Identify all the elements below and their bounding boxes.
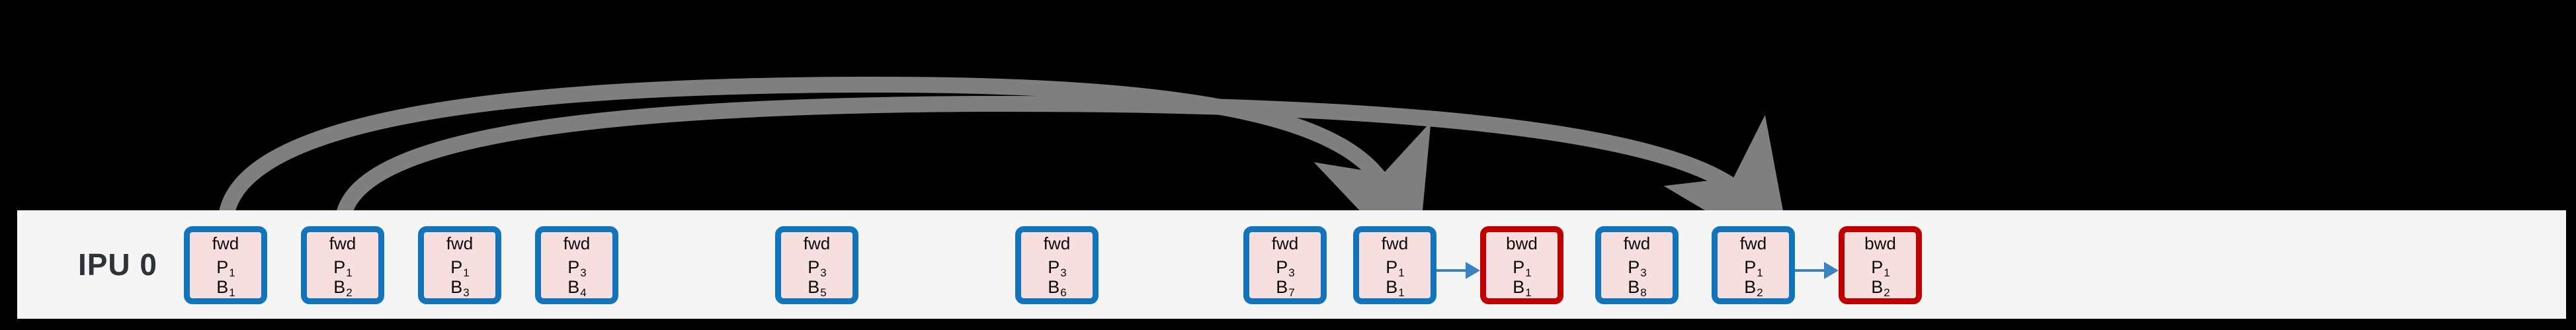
microbatch-stage-label: P3 bbox=[1048, 257, 1067, 279]
microbatch-batch-label: B4 bbox=[567, 276, 587, 299]
microbatch-batch-label: B3 bbox=[450, 276, 470, 299]
microbatch-kind-label: fwd bbox=[1739, 233, 1767, 253]
ipu-label: IPU 0 bbox=[77, 247, 158, 282]
arrow-shaft bbox=[1436, 269, 1467, 272]
microbatch-kind-label: fwd bbox=[1381, 233, 1409, 253]
microbatch-batch-label: B6 bbox=[1048, 276, 1067, 299]
microbatch-stage-label: P1 bbox=[450, 257, 470, 279]
microbatch-kind-label: bwd bbox=[1506, 233, 1538, 253]
microbatch-kind-label: fwd bbox=[1043, 233, 1071, 253]
fwd-to-bwd-arrow-2 bbox=[1795, 262, 1839, 279]
arrow-head-icon bbox=[1466, 262, 1480, 279]
microbatch-batch-label: B5 bbox=[808, 276, 827, 299]
fwd-to-bwd-arrow-1 bbox=[1436, 262, 1480, 279]
microbatch-stage-label: P3 bbox=[808, 257, 827, 279]
microbatch-stage-label: P1 bbox=[1744, 257, 1763, 279]
microbatch-kind-label: fwd bbox=[446, 233, 474, 253]
arrow-head-icon bbox=[1824, 262, 1839, 279]
arrow-shaft bbox=[1795, 269, 1825, 272]
microbatch-stage-label: P1 bbox=[333, 257, 353, 279]
microbatch-stage-label: P3 bbox=[1628, 257, 1647, 279]
microbatch-kind-label: fwd bbox=[329, 233, 356, 253]
microbatch-batch-label: B8 bbox=[1628, 276, 1647, 299]
microbatch-kind-label: fwd bbox=[1623, 233, 1651, 253]
microbatch-kind-label: fwd bbox=[212, 233, 239, 253]
microbatch-kind-label: fwd bbox=[1271, 233, 1299, 253]
microbatch-batch-label: B1 bbox=[1513, 276, 1532, 299]
microbatch-batch-label: B1 bbox=[1386, 276, 1405, 299]
microbatch-stage-label: P1 bbox=[216, 257, 235, 279]
microbatch-kind-label: fwd bbox=[803, 233, 831, 253]
microbatch-batch-label: B1 bbox=[216, 276, 235, 299]
gray-arc-stash-2 bbox=[335, 95, 1793, 263]
microbatch-kind-label: fwd bbox=[563, 233, 591, 253]
microbatch-stage-label: P1 bbox=[1871, 257, 1890, 279]
microbatch-stage-label: P3 bbox=[567, 257, 587, 279]
microbatch-batch-label: B2 bbox=[1744, 276, 1763, 299]
microbatch-stage-label: P3 bbox=[1276, 257, 1295, 279]
gray-arc-stash-1 bbox=[218, 76, 1431, 271]
microbatch-stage-label: P1 bbox=[1513, 257, 1532, 279]
microbatch-stage-label: P1 bbox=[1386, 257, 1405, 279]
microbatch-batch-label: B2 bbox=[333, 276, 353, 299]
microbatch-batch-label: B7 bbox=[1276, 276, 1295, 299]
microbatch-batch-label: B2 bbox=[1871, 276, 1890, 299]
microbatch-kind-label: bwd bbox=[1864, 233, 1896, 253]
